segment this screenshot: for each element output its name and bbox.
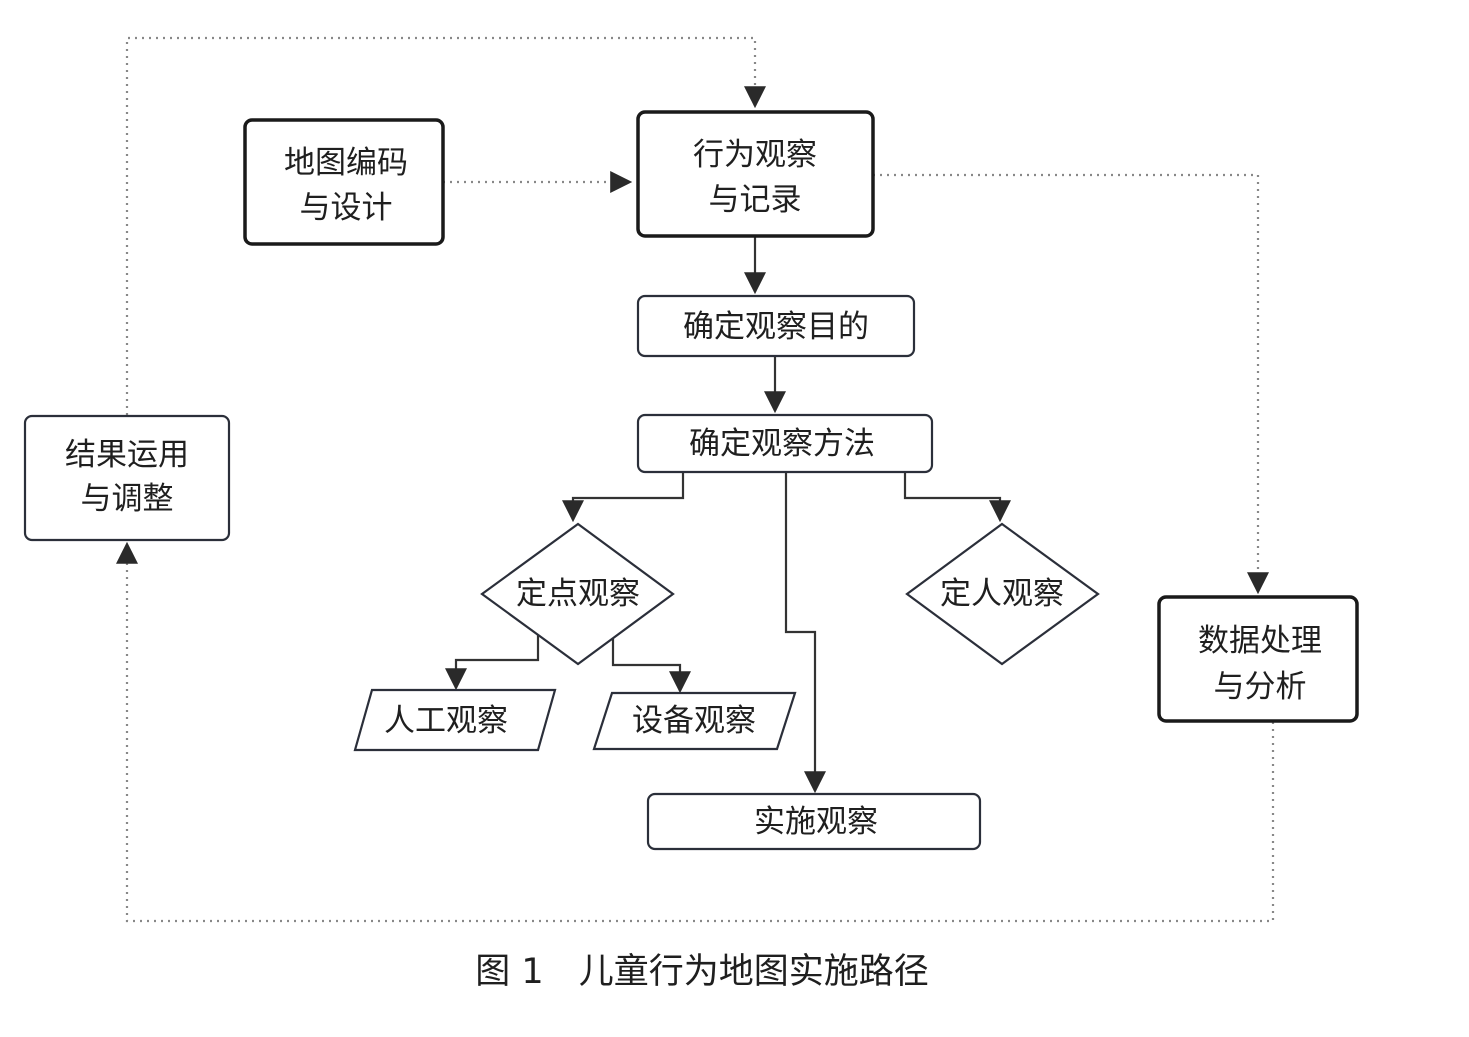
edge-observation-to-data-processing [873, 173, 1269, 595]
node-define-purpose: 确定观察目的 [636, 294, 916, 358]
edge-data-processing-to-result [116, 541, 1275, 923]
figure-caption: 图 1 儿童行为地图实施路径 [475, 952, 928, 992]
node-define-method: 确定观察方法 [636, 413, 934, 474]
node-map-coding-line1: 地图编码 [284, 145, 408, 181]
node-fixed-point: 定点观察 [480, 522, 675, 666]
node-behavior-observation-line2: 与记录 [709, 182, 802, 218]
node-map-coding: 地图编码 与设计 [243, 118, 445, 246]
edge-method-to-fixed-person [903, 472, 1011, 523]
edge-fixed-point-to-manual [445, 633, 540, 691]
node-behavior-observation: 行为观察 与记录 [636, 110, 875, 238]
node-result-application-line1: 结果运用 [65, 437, 189, 473]
node-define-purpose-label: 确定观察目的 [683, 309, 869, 345]
node-manual-observation: 人工观察 [353, 688, 557, 752]
node-fixed-point-label: 定点观察 [516, 576, 640, 612]
edge-method-to-fixed-point [562, 472, 685, 523]
edge-fixed-point-to-device [611, 633, 691, 694]
node-define-method-label: 确定观察方法 [689, 426, 875, 462]
node-map-coding-line2: 与设计 [300, 190, 393, 226]
node-data-processing-line2: 与分析 [1214, 669, 1307, 705]
node-implement-label: 实施观察 [754, 804, 878, 840]
node-data-processing-line1: 数据处理 [1198, 623, 1322, 659]
node-fixed-person-label: 定人观察 [940, 576, 1064, 612]
node-device-observation: 设备观察 [592, 691, 797, 751]
edge-method-to-implement [784, 472, 826, 794]
node-device-observation-label: 设备观察 [632, 703, 756, 739]
node-behavior-observation-line1: 行为观察 [693, 137, 817, 173]
node-fixed-person: 定人观察 [905, 522, 1100, 666]
node-implement: 实施观察 [646, 792, 982, 851]
node-data-processing: 数据处理 与分析 [1157, 595, 1359, 723]
node-result-application-line2: 与调整 [81, 481, 174, 517]
node-manual-observation-label: 人工观察 [384, 703, 508, 739]
node-result-application: 结果运用 与调整 [23, 414, 231, 542]
